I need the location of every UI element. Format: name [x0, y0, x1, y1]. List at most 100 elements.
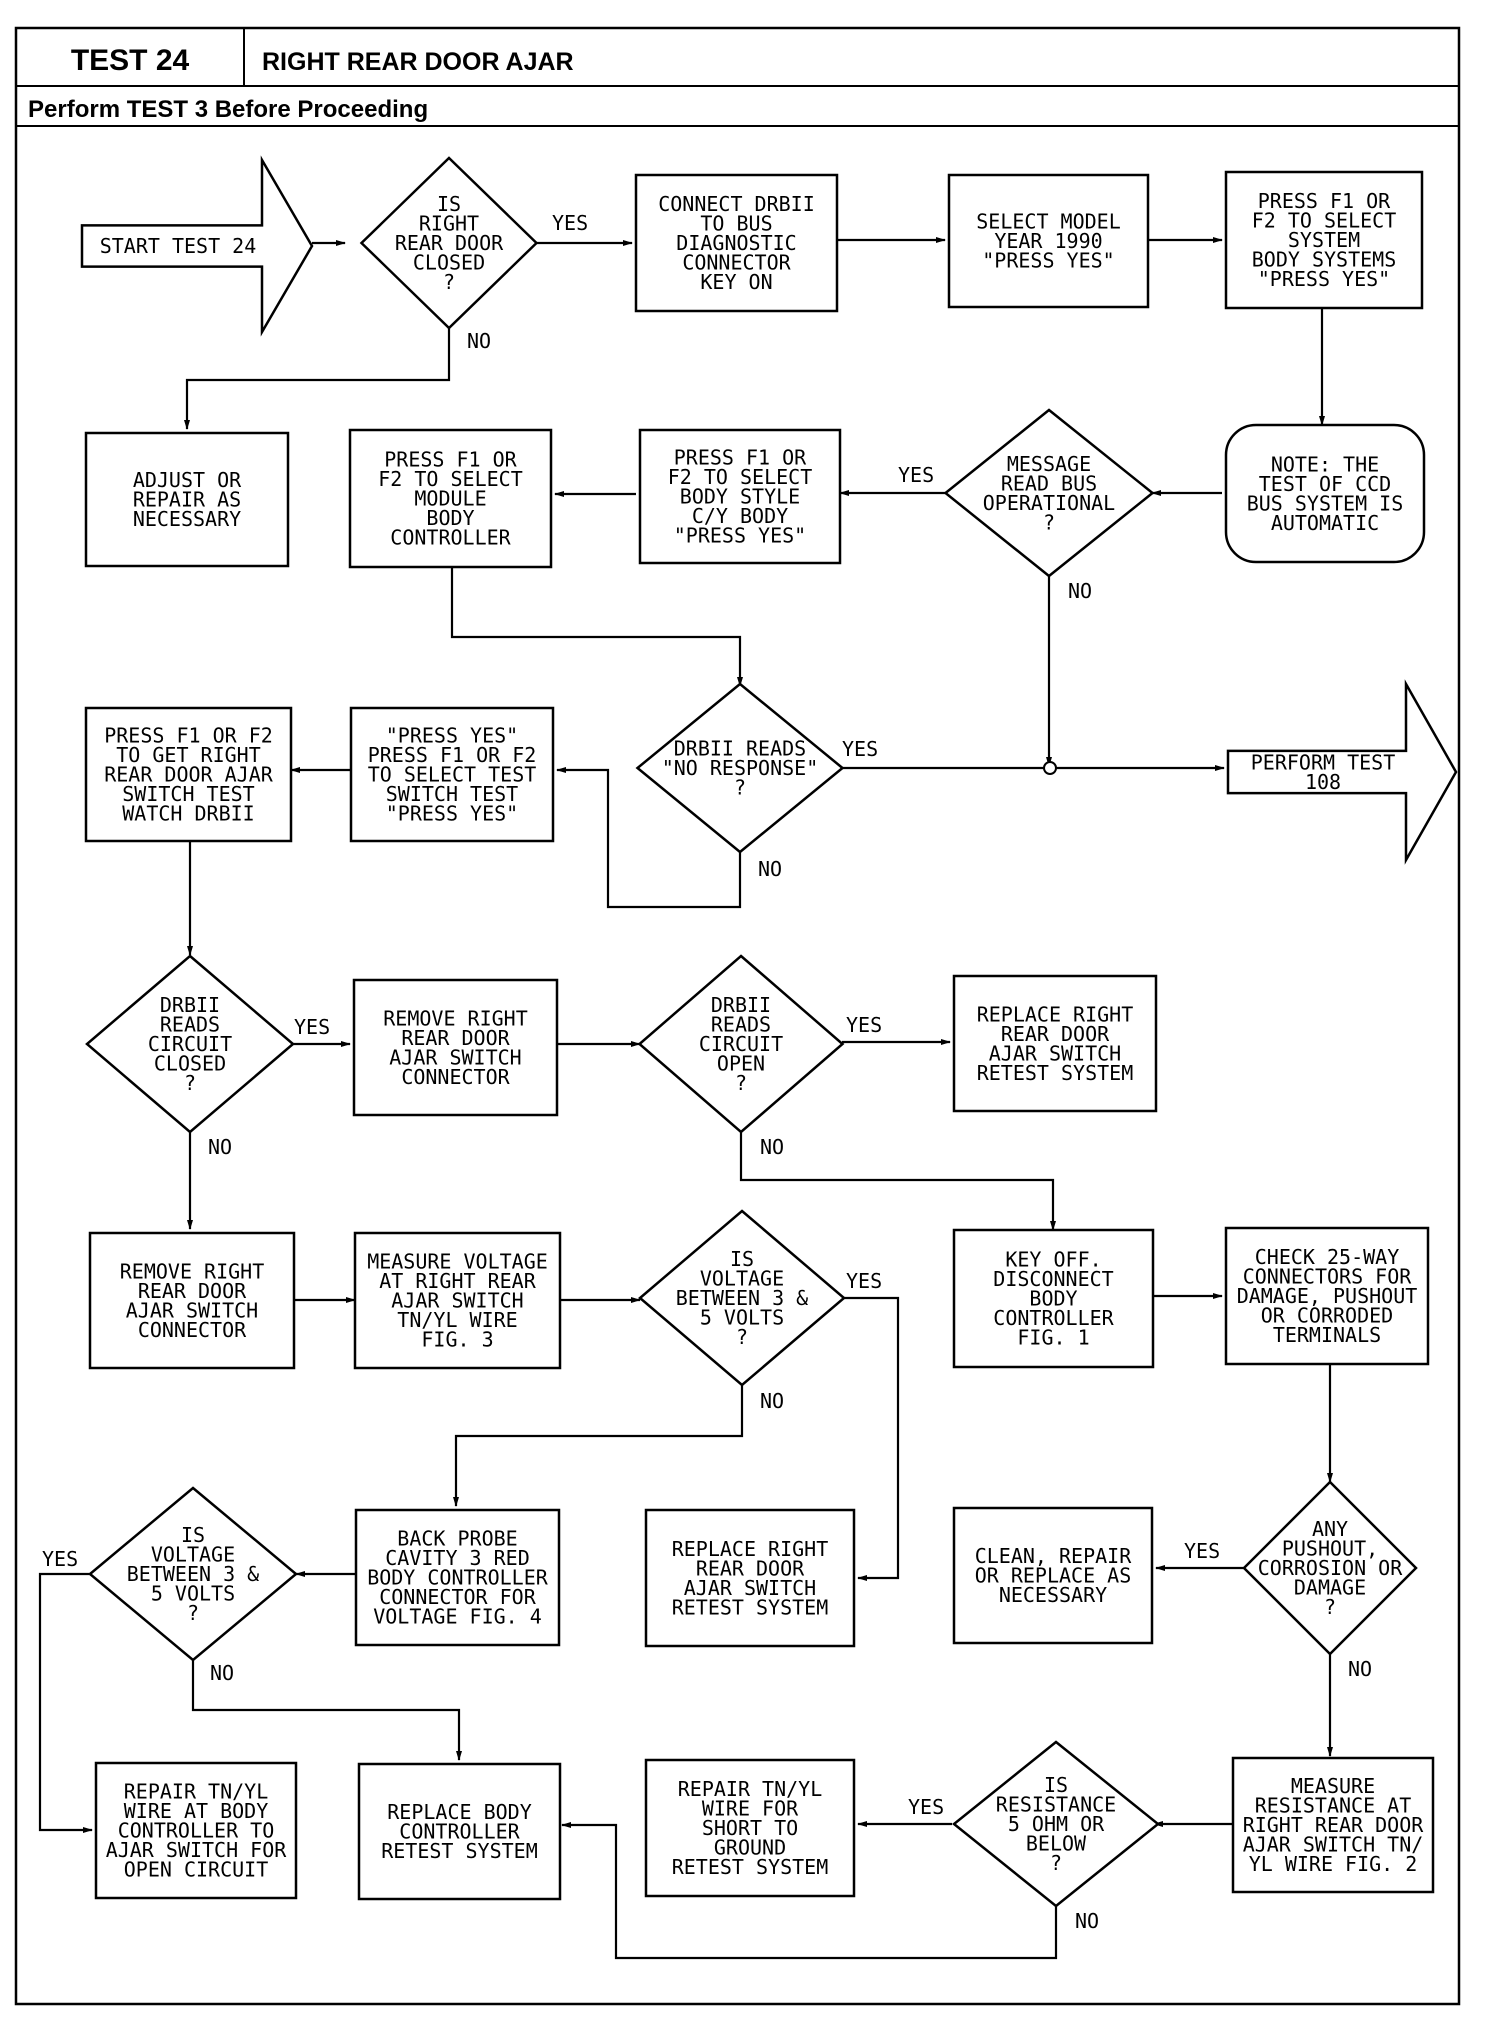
repair-open-circuit-box-line: CONTROLLER TO: [118, 1819, 275, 1843]
measure-voltage-box-line: FIG. 3: [421, 1328, 493, 1352]
decision-door-closed-line: IS: [437, 192, 461, 216]
key-off-box-line: CONTROLLER: [993, 1306, 1114, 1330]
clean-repair-box-line: CLEAN, REPAIR: [975, 1544, 1132, 1568]
decision-circuit-closed-line: ?: [184, 1071, 196, 1095]
conn-closed-no: [184, 328, 451, 430]
connect-drbii-box-line: CONNECT DRBII: [658, 192, 815, 216]
back-probe-box-line: VOLTAGE FIG. 4: [373, 1605, 542, 1629]
decision-voltage-1-line: BETWEEN 3 &: [676, 1286, 808, 1310]
decision-message-bus-line: ?: [1043, 510, 1055, 534]
replace-switch-box-1-line: REAR DOOR: [1001, 1022, 1110, 1046]
label-circuitclosed-no: NO: [208, 1135, 232, 1159]
decision-no-response: [635, 682, 845, 854]
check-25way-box-line: TERMINALS: [1273, 1323, 1381, 1347]
adjust-or-repair-box-line: ADJUST OR: [133, 468, 242, 492]
back-probe-box-line: BACK PROBE: [397, 1527, 517, 1551]
adjust-or-repair-box-line: REPAIR AS: [133, 488, 241, 512]
adjust-or-repair-box: [84, 431, 290, 568]
measure-voltage-box-line: TN/YL WIRE: [397, 1308, 517, 1332]
label-voltage2-yes: YES: [42, 1547, 78, 1571]
decision-voltage-2-line: 5 VOLTS: [151, 1582, 235, 1606]
connect-drbii-box-line: DIAGNOSTIC: [676, 231, 796, 255]
decision-resistance: [952, 1740, 1160, 1908]
key-off-box-line: BODY: [1029, 1287, 1077, 1311]
measure-resistance-box-line: RESISTANCE AT: [1255, 1794, 1412, 1818]
measure-resistance-box-line: AJAR SWITCH TN/: [1243, 1833, 1424, 1857]
get-switch-test-box-line: TO GET RIGHT: [116, 743, 261, 767]
decision-door-closed-line: REAR DOOR: [395, 231, 504, 255]
measure-resistance-box-line: YL WIRE FIG. 2: [1249, 1852, 1418, 1876]
back-probe-box: [354, 1508, 561, 1647]
select-model-year-box-line: YEAR 1990: [994, 229, 1102, 253]
decision-circuit-closed: [85, 954, 295, 1134]
replace-switch-box-2: [644, 1508, 856, 1648]
replace-switch-box-2-line: REAR DOOR: [696, 1556, 805, 1580]
decision-circuit-open-line: ?: [735, 1071, 747, 1095]
decision-circuit-open-line: DRBII: [711, 993, 771, 1017]
key-off-box: [952, 1228, 1155, 1369]
label-open-yes: YES: [846, 1013, 882, 1037]
select-body-style-box-line: BODY STYLE: [680, 485, 800, 509]
remove-connector-box-2-line: AJAR SWITCH: [126, 1298, 258, 1322]
connect-drbii-box-line: CONNECTOR: [682, 251, 791, 275]
decision-voltage-2-line: IS: [181, 1523, 205, 1547]
decision-resistance-line: RESISTANCE: [996, 1793, 1116, 1817]
repair-open-circuit-box-line: AJAR SWITCH FOR: [106, 1838, 288, 1862]
repair-short-box: [644, 1758, 856, 1898]
check-25way-box: [1224, 1226, 1430, 1366]
decision-pushout-line: CORROSION OR: [1258, 1556, 1403, 1580]
decision-door-closed-line: CLOSED: [413, 251, 485, 275]
measure-voltage-box-line: AT RIGHT REAR: [379, 1269, 536, 1293]
select-body-systems-box: [1224, 170, 1424, 310]
measure-voltage-box-line: MEASURE VOLTAGE: [367, 1250, 548, 1274]
replace-switch-box-1-line: RETEST SYSTEM: [977, 1061, 1134, 1085]
remove-connector-box-1-line: REMOVE RIGHT: [383, 1006, 528, 1030]
decision-no-response-line: DRBII READS: [674, 737, 806, 761]
decision-no-response-line: ?: [734, 776, 746, 800]
key-off-box-line: KEY OFF.: [1005, 1248, 1101, 1272]
prerequisite-note: Perform TEST 3 Before Proceeding: [28, 96, 428, 123]
repair-short-box-line: RETEST SYSTEM: [672, 1855, 829, 1879]
decision-pushout: [1242, 1480, 1418, 1656]
get-switch-test-box-line: REAR DOOR AJAR: [104, 763, 274, 787]
select-body-systems-box-line: F2 TO SELECT: [1252, 209, 1397, 233]
select-module-box: [348, 428, 553, 569]
decision-voltage-1-line: IS: [730, 1247, 754, 1271]
repair-short-box-line: SHORT TO: [702, 1816, 798, 1840]
repair-open-circuit-box-line: WIRE AT BODY: [124, 1799, 269, 1823]
test-number: TEST 24: [71, 44, 190, 77]
replace-switch-box-2-line: RETEST SYSTEM: [672, 1595, 829, 1619]
decision-pushout-line: DAMAGE: [1294, 1576, 1366, 1600]
select-body-systems-box-line: BODY SYSTEMS: [1252, 248, 1397, 272]
perform-test-108-arrow-line: 108: [1305, 770, 1341, 794]
decision-message-bus-line: READ BUS: [1001, 471, 1097, 495]
conn-voltage2-no: [191, 1660, 462, 1761]
replace-switch-box-1-line: AJAR SWITCH: [989, 1041, 1121, 1065]
replace-controller-box: [357, 1762, 562, 1901]
connect-drbii-box: [634, 173, 839, 313]
decision-circuit-open-line: READS: [711, 1013, 771, 1037]
key-off-box-line: DISCONNECT: [993, 1267, 1113, 1291]
label-closed-yes: YES: [552, 211, 588, 235]
adjust-or-repair-box-line: NECESSARY: [133, 507, 241, 531]
select-switch-test-box-line: "PRESS YES": [386, 724, 518, 748]
get-switch-test-box-line: WATCH DRBII: [122, 802, 254, 826]
decision-voltage-2-line: ?: [187, 1601, 199, 1625]
replace-switch-box-1: [952, 974, 1158, 1113]
decision-resistance-line: IS: [1044, 1773, 1068, 1797]
